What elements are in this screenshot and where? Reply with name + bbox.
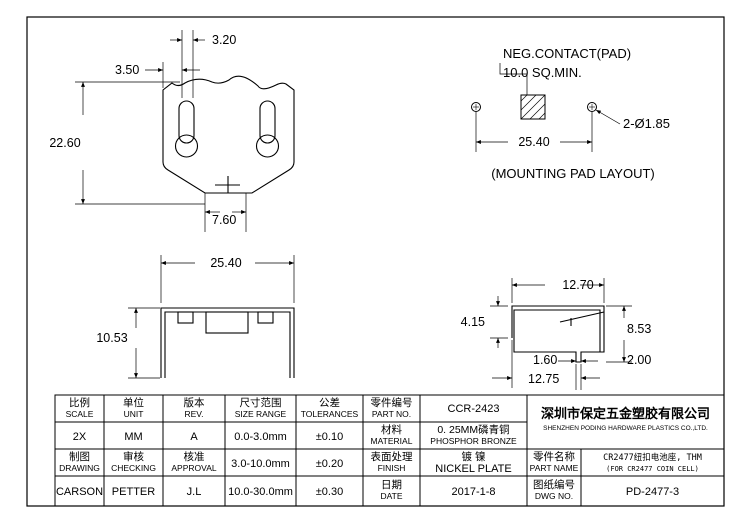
side-width-dim: 12.70: [562, 278, 593, 292]
dim-7-60: 7.60: [212, 213, 236, 227]
rev-value: A: [190, 431, 198, 443]
part-name-value-cn: CR2477纽扣电池座, THM: [603, 452, 702, 463]
rev-header-en: REV.: [184, 409, 203, 419]
range-3-value: 10.0-30.0mm: [228, 486, 293, 498]
side-view: [511, 305, 605, 363]
checker-name: PETTER: [112, 486, 155, 498]
size-range-header-en: SIZE RANGE: [235, 409, 287, 419]
range-2-value: 3.0-10.0mm: [231, 458, 290, 470]
material-value-en: PHOSPHOR BRONZE: [430, 436, 517, 446]
pad-layout-dimension-lines: [475, 63, 621, 152]
title-block-grid: [54, 394, 725, 507]
tolerances-header-en: TOLERANCES: [301, 409, 359, 419]
range-1-value: 0.0-3.0mm: [234, 431, 287, 443]
part-name-value-en: (FOR CR2477 COIN CELL): [606, 465, 699, 473]
checking-label-cn: 审核: [123, 450, 144, 463]
drawer-name: CARSON: [56, 486, 103, 498]
front-width-dim: 25.40: [210, 256, 241, 270]
rev-header-cn: 版本: [184, 396, 205, 409]
part-no-header-en: PART NO.: [372, 409, 411, 419]
tolerance-2-value: ±0.20: [316, 458, 343, 470]
company-name-en: SHENZHEN PODING HARDWARE PLASTICS CO.,LT…: [543, 425, 708, 432]
approval-label-cn: 核准: [184, 450, 205, 463]
unit-value: MM: [124, 431, 142, 443]
part-name-label-en: PART NAME: [530, 463, 579, 473]
date-label-cn: 日期: [381, 479, 402, 491]
pad-spacing-dim: 25.40: [518, 135, 549, 149]
scale-value: 2X: [73, 431, 87, 443]
pad-layout-caption: (MOUNTING PAD LAYOUT): [491, 166, 654, 181]
tolerance-1-value: ±0.10: [316, 431, 343, 443]
finish-label-cn: 表面处理: [371, 450, 413, 463]
unit-header-en: UNIT: [124, 409, 144, 419]
dim-22-60: 22.60: [49, 136, 80, 150]
pad-label-line1: NEG.CONTACT(PAD): [503, 46, 631, 61]
finish-label-en: FINISH: [378, 463, 406, 473]
side-view-dimension-lines: [490, 278, 632, 390]
side-left-height-dim: 4.15: [461, 315, 485, 329]
checking-label-en: CHECKING: [111, 463, 156, 473]
date-value: 2017-1-8: [451, 486, 495, 498]
front-view: [160, 307, 295, 378]
finish-value-en: NICKEL PLATE: [435, 463, 511, 475]
material-value-cn: 0. 25MM磷青铜: [437, 423, 509, 436]
dwg-no-label-en: DWG NO.: [535, 491, 573, 501]
side-small-b-dim: 2.00: [627, 353, 651, 367]
scale-header-en: SCALE: [66, 409, 94, 419]
top-view-dimension-lines: [75, 30, 247, 232]
approval-label-en: APPROVAL: [171, 463, 216, 473]
part-name-label-cn: 零件名称: [533, 450, 575, 463]
side-bottom-dim: 12.75: [528, 372, 559, 386]
side-small-a-dim: 1.60: [533, 353, 557, 367]
dim-3-20: 3.20: [212, 33, 236, 47]
dwg-no-value: PD-2477-3: [626, 486, 679, 498]
company-name-cn: 深圳市保定五金塑胶有限公司: [541, 406, 710, 422]
pad-label-line2: 10.0 SQ.MIN.: [503, 65, 582, 80]
tolerances-header-cn: 公差: [319, 396, 340, 409]
drawing-label-cn: 制图: [69, 450, 90, 463]
date-label-en: DATE: [380, 491, 402, 501]
part-no-header-cn: 零件编号: [371, 396, 413, 409]
top-view: [162, 75, 295, 194]
finish-value-cn: 镀 镍: [462, 450, 486, 463]
front-height-dim: 10.53: [96, 331, 127, 345]
front-view-dimension-lines: [128, 255, 295, 379]
hole-label: 2-Ø1.85: [623, 116, 670, 131]
dwg-no-label-cn: 图纸编号: [533, 478, 575, 491]
material-label-en: MATERIAL: [371, 436, 413, 446]
pad-layout: [471, 94, 597, 120]
dim-3-50: 3.50: [115, 63, 139, 77]
approver-name: J.L: [187, 486, 202, 498]
tolerance-3-value: ±0.30: [316, 486, 343, 498]
part-no-value: CCR-2423: [448, 403, 500, 415]
side-right-height-dim: 8.53: [627, 322, 651, 336]
drawing-label-en: DRAWING: [59, 463, 100, 473]
size-range-header-cn: 尺寸范围: [240, 396, 282, 409]
material-label-cn: 材料: [381, 423, 402, 436]
scale-header-cn: 比例: [69, 396, 90, 409]
unit-header-cn: 单位: [123, 396, 144, 409]
